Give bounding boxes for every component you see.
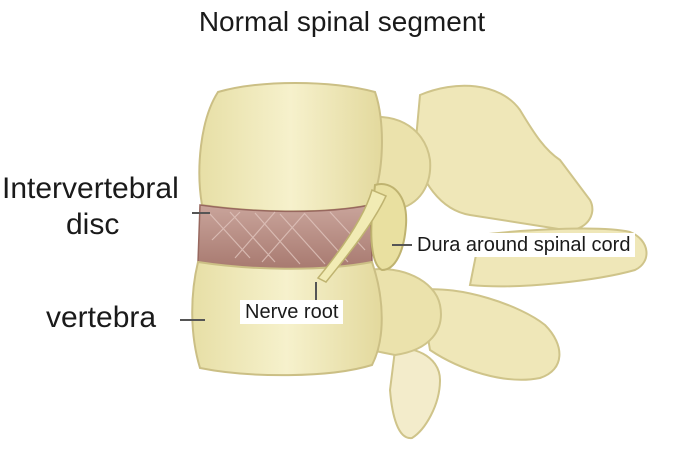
spinous-process-lower bbox=[420, 289, 559, 380]
label-nerve-root: Nerve root bbox=[240, 300, 343, 324]
label-vertebra: vertebra bbox=[46, 303, 156, 333]
label-dura: Dura around spinal cord bbox=[412, 233, 635, 257]
vertebral-body-upper bbox=[199, 83, 382, 211]
label-disc: disc bbox=[66, 210, 119, 240]
spinous-process-upper bbox=[415, 86, 592, 230]
label-intervertebral: Intervertebral bbox=[2, 174, 179, 204]
inferior-articular-process bbox=[390, 349, 440, 438]
figure-title: Normal spinal segment bbox=[0, 6, 684, 38]
